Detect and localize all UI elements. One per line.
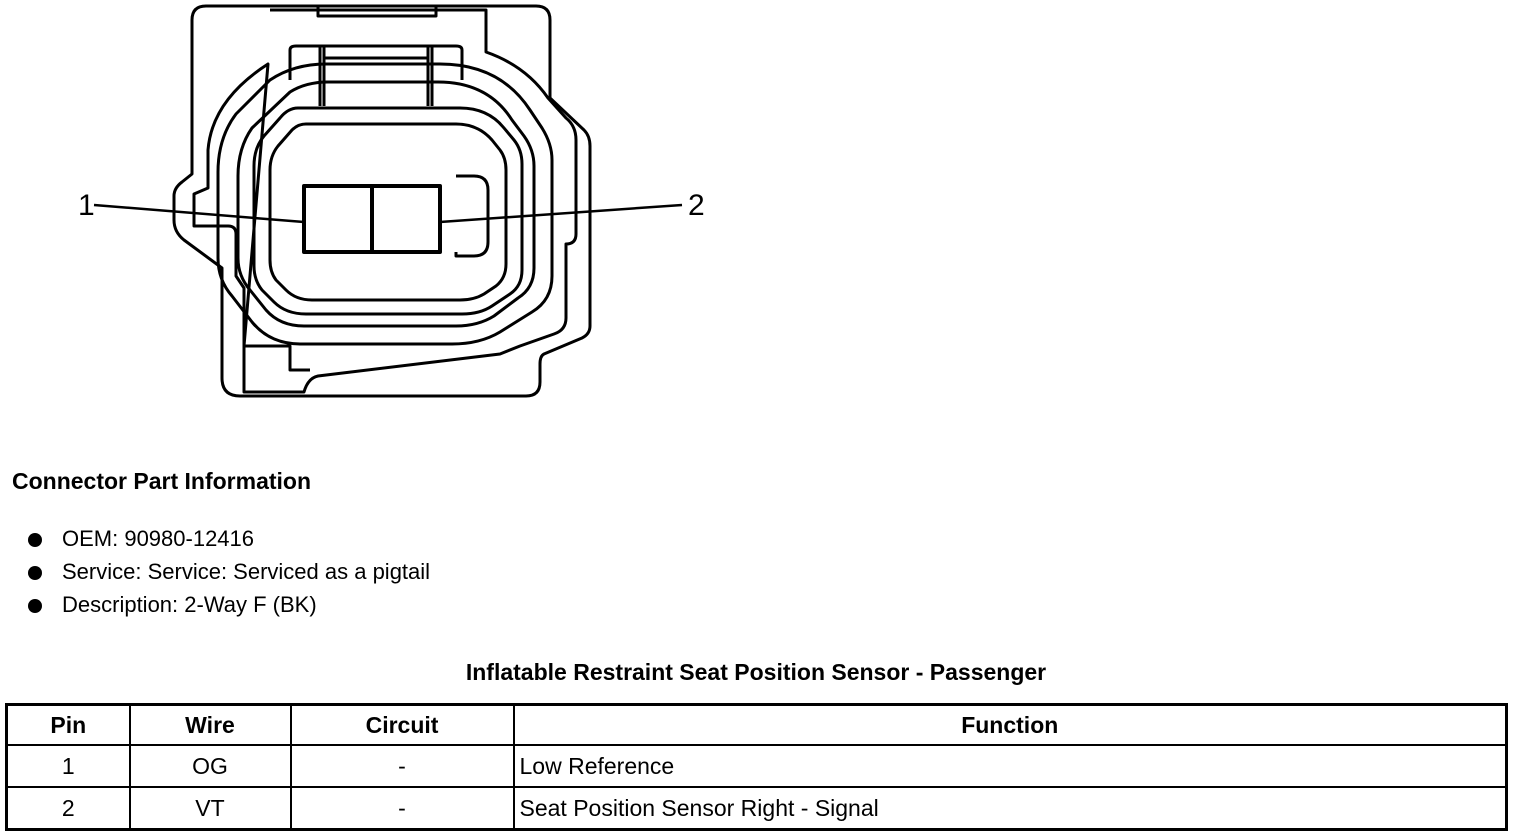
list-item: Service: Service: Serviced as a pigtail: [28, 558, 430, 591]
list-item: Description: 2-Way F (BK): [28, 591, 430, 624]
latch: [288, 44, 464, 106]
connector-housing-outline: [172, 4, 592, 398]
bullet-icon: [28, 566, 42, 580]
header-circuit: Circuit: [289, 703, 515, 746]
bullet-icon: [28, 599, 42, 613]
cell-wire: VT: [128, 786, 292, 831]
connector-face-diagram: 1 2: [78, 4, 705, 398]
pin-cavity-1: [302, 184, 374, 254]
cell-function: Low Reference: [512, 744, 1508, 788]
cell-circuit: -: [289, 744, 515, 788]
cell-pin: 2: [5, 786, 131, 831]
pin-1-label: 1: [78, 189, 95, 222]
part-info-list: OEM: 90980-12416 Service: Service: Servi…: [28, 525, 430, 624]
pinout-table: Pin Wire Circuit Function 1 OG - Low Ref…: [5, 703, 1508, 831]
cell-wire: OG: [128, 744, 292, 788]
oem-text: OEM: 90980-12416: [62, 526, 255, 551]
header-function: Function: [512, 703, 1508, 746]
table-row: 2 VT - Seat Position Sensor Right - Sign…: [5, 786, 1508, 831]
part-info-heading: Connector Part Information: [12, 468, 312, 494]
table-header-row: Pin Wire Circuit Function: [5, 703, 1508, 746]
header-pin: Pin: [5, 703, 131, 746]
cell-pin: 1: [5, 744, 131, 788]
table-row: 1 OG - Low Reference: [5, 744, 1508, 788]
cell-circuit: -: [289, 786, 515, 831]
pin-1-leader: [93, 203, 305, 224]
pin-2-leader: [439, 203, 683, 224]
service-text: Service: Service: Serviced as a pigtail: [62, 559, 431, 584]
seal-ring-outer: [216, 62, 554, 346]
cell-function: Seat Position Sensor Right - Signal: [512, 786, 1508, 831]
seal-ring-inner: [236, 80, 536, 328]
header-wire: Wire: [128, 703, 292, 746]
description-text: Description: 2-Way F (BK): [62, 592, 317, 617]
bullet-icon: [28, 533, 42, 547]
pin-cavity-2: [370, 184, 442, 254]
pin-2-label: 2: [688, 189, 705, 222]
list-item: OEM: 90980-12416: [28, 525, 430, 558]
table-title: Inflatable Restraint Seat Position Senso…: [465, 659, 1047, 685]
